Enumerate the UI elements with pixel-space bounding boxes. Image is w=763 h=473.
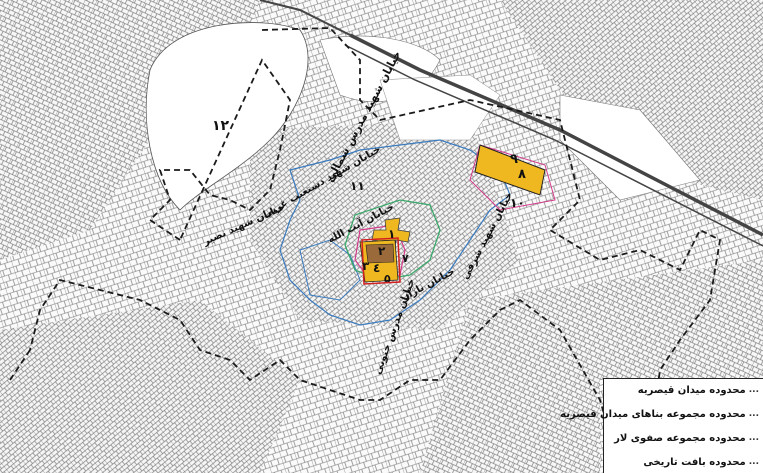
area-label-11: ۱۱ — [350, 179, 365, 193]
area-label-4: ٤ — [373, 261, 380, 275]
hill-area-12 — [145, 22, 309, 211]
urban-fabric-northeast — [500, 0, 763, 200]
safavi-boundary — [279, 139, 511, 326]
legend-swatch: ... — [748, 385, 759, 395]
urban-fabric-southwest — [0, 300, 300, 473]
area-label-7: ۷ — [402, 252, 409, 265]
legend-label: محدوده مجموعه بناهای میدان قیصریه — [560, 408, 746, 420]
legend-item-historic: ... محدوده بافت تاریخی — [643, 451, 759, 473]
area-label-1: ۱ — [388, 227, 395, 241]
area-label-9: ۹ — [510, 152, 518, 167]
legend-item-qeysarieh-complex: ... محدوده مجموعه بناهای میدان قیصریه — [560, 403, 759, 425]
legend-label: محدوده مجموعه صفوی لار — [614, 432, 746, 444]
legend-item-qeysarieh-square: ... محدوده میدان قیصریه — [638, 379, 759, 401]
open-area-east — [559, 94, 701, 201]
urban-fabric-center — [250, 120, 520, 330]
main-avenue-east — [349, 33, 763, 237]
area-label-2: ۲ — [378, 244, 386, 258]
building-2-core — [365, 243, 395, 264]
area-label-12: ۱۲ — [212, 118, 230, 134]
legend-swatch: ... — [748, 409, 759, 419]
area-label-3: ۳ — [362, 259, 370, 273]
red-outline — [361, 237, 401, 285]
area-label-5: ۵ — [384, 272, 391, 285]
main-avenue-east-edge — [344, 44, 763, 247]
area-label-10: ۱۰ — [510, 196, 525, 210]
main-avenue-north — [259, 0, 351, 36]
legend-label: محدوده میدان قیصریه — [637, 384, 746, 396]
safavi-sub-boundary — [299, 239, 361, 301]
legend-swatch: ... — [748, 457, 759, 467]
map-legend: ... محدوده میدان قیصریه ... محدوده مجموع… — [560, 378, 763, 473]
legend-label: محدوده بافت تاریخی — [643, 456, 746, 468]
magenta-boundary-east — [469, 144, 556, 211]
legend-item-safavi: ... محدوده مجموعه صفوی لار — [614, 427, 759, 449]
urban-fabric-southeast — [420, 260, 763, 473]
building-8-9 — [474, 144, 546, 196]
qeysarieh-complex-boundary — [344, 199, 441, 281]
area-label-8: ۸ — [518, 167, 526, 182]
legend-swatch: ... — [748, 433, 759, 443]
